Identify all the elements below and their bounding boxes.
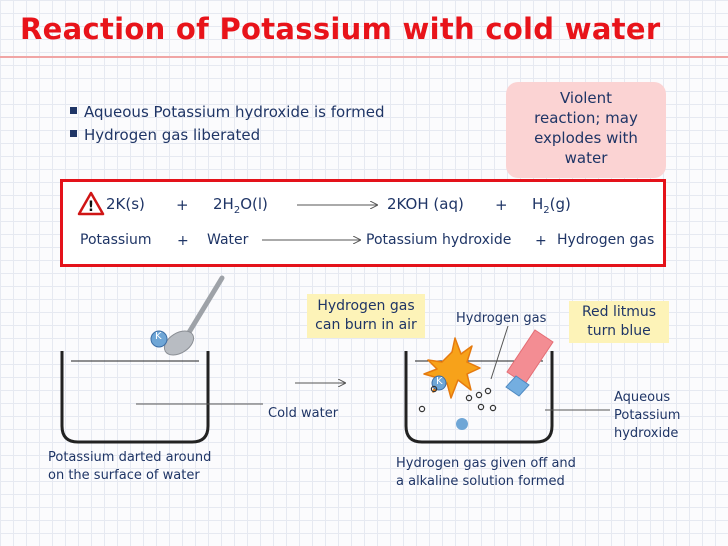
darted-caption: Potassium darted around on the surface o… — [48, 450, 212, 483]
violent-reaction-callout: Violent reaction; may explodes with wate… — [506, 82, 666, 178]
reactant-water: 2H2O(l) — [213, 195, 268, 216]
warning-icon: ! — [77, 191, 105, 216]
k-symbol: K — [436, 376, 443, 387]
equation-box — [60, 179, 666, 267]
solution-drop — [456, 418, 468, 430]
left-beaker — [60, 351, 210, 444]
bullet-item: Aqueous Potassium hydroxide is formed — [70, 103, 384, 121]
hydrogen-burn-label: Hydrogen gas can burn in air — [307, 294, 425, 338]
title-divider — [0, 56, 728, 58]
k-symbol: K — [155, 331, 162, 342]
hydrogen-gas-label: Hydrogen gas — [456, 311, 547, 326]
word-water: Water — [207, 232, 249, 248]
litmus-paper-icon — [505, 329, 554, 397]
bullet-square-icon — [70, 130, 77, 137]
plus-sign: + — [495, 196, 508, 214]
given-off-caption: Hydrogen gas given off and a alkaline so… — [396, 456, 576, 489]
flame-icon — [423, 337, 481, 399]
aqueous-label: Aqueous Potassium hydroxide — [614, 390, 681, 441]
word-potassium: Potassium — [80, 232, 152, 248]
bullet-item: Hydrogen gas liberated — [70, 126, 260, 144]
hydrogen-bubbles — [418, 385, 497, 413]
word-potassium-hydroxide: Potassium hydroxide — [366, 232, 512, 248]
product-koh: 2KOH (aq) — [387, 195, 464, 213]
word-hydrogen-gas: Hydrogen gas — [557, 232, 655, 248]
cold-water-label: Cold water — [268, 406, 339, 421]
bullet-square-icon — [70, 107, 77, 114]
potassium-piece — [150, 330, 168, 348]
red-litmus-label: Red litmus turn blue — [569, 301, 669, 343]
reactant-potassium: 2K(s) — [106, 195, 145, 213]
plus-sign: + — [535, 233, 547, 249]
spoon-icon — [163, 275, 225, 356]
plus-sign: + — [177, 233, 189, 249]
svg-text:!: ! — [88, 199, 94, 215]
page-title: Reaction of Potassium with cold water — [20, 12, 661, 46]
plus-sign: + — [176, 196, 189, 214]
product-hydrogen: H2(g) — [532, 195, 571, 216]
